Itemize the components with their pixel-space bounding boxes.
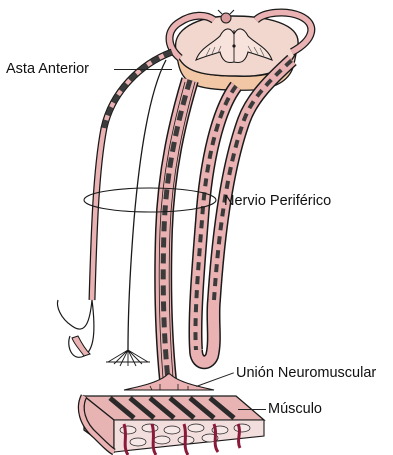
muscle-bundle: [81, 396, 264, 455]
label-muscle: Músculo: [268, 402, 322, 417]
label-anterior-horn: Asta Anterior: [6, 62, 89, 77]
label-peripheral-nerve: Nervio Periférico: [224, 194, 331, 209]
label-neuromuscular-junction: Unión Neuromuscular: [236, 366, 376, 381]
dorsal-root-ganglion: [221, 13, 231, 23]
leader-muscle: [238, 409, 266, 410]
neuromuscular-junction-endplate: [124, 374, 214, 390]
central-canal: [232, 44, 235, 47]
right-loop-fiber: [195, 60, 292, 362]
free-nerve-ending: [108, 350, 148, 366]
leader-anterior-horn: [114, 69, 172, 70]
peripheral-nerve-ring: [84, 188, 216, 212]
sensory-ending: [58, 300, 94, 357]
